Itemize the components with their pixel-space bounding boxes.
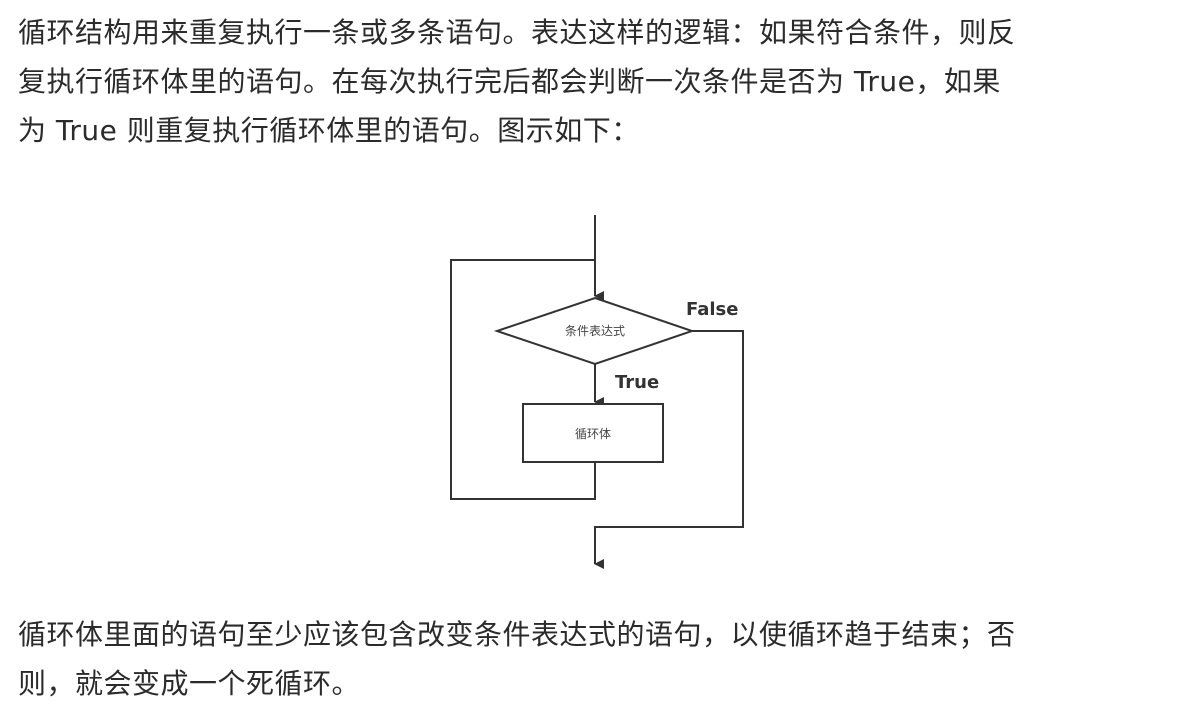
loop-body-label: 循环体 [575,427,611,441]
intro-line-3: 为 True 则重复执行循环体里的语句。图示如下： [18,114,640,147]
conclusion-paragraph: 循环体里面的语句至少应该包含改变条件表达式的语句，以使循环趋于结束；否 则，就会… [18,610,1178,708]
loop-body-box [522,403,664,463]
true-label: True [615,372,659,393]
conclusion-line-1: 循环体里面的语句至少应该包含改变条件表达式的语句，以使循环趋于结束；否 [18,618,1016,651]
false-line [594,330,744,569]
false-label: False [686,299,738,320]
intro-line-1: 循环结构用来重复执行一条或多条语句。表达这样的逻辑：如果符合条件，则反 [18,16,1016,49]
intro-line-2: 复执行循环体里的语句。在每次执行完后都会判断一次条件是否为 True，如果 [18,65,1001,98]
loop-back-line [450,259,596,500]
conclusion-line-2: 则，就会变成一个死循环。 [18,667,361,700]
condition-label: 条件表达式 [565,324,625,338]
loop-flowchart: 条件表达式 True 循环体 False [440,210,760,580]
intro-paragraph: 循环结构用来重复执行一条或多条语句。表达这样的逻辑：如果符合条件，则反 复执行循… [18,8,1178,155]
